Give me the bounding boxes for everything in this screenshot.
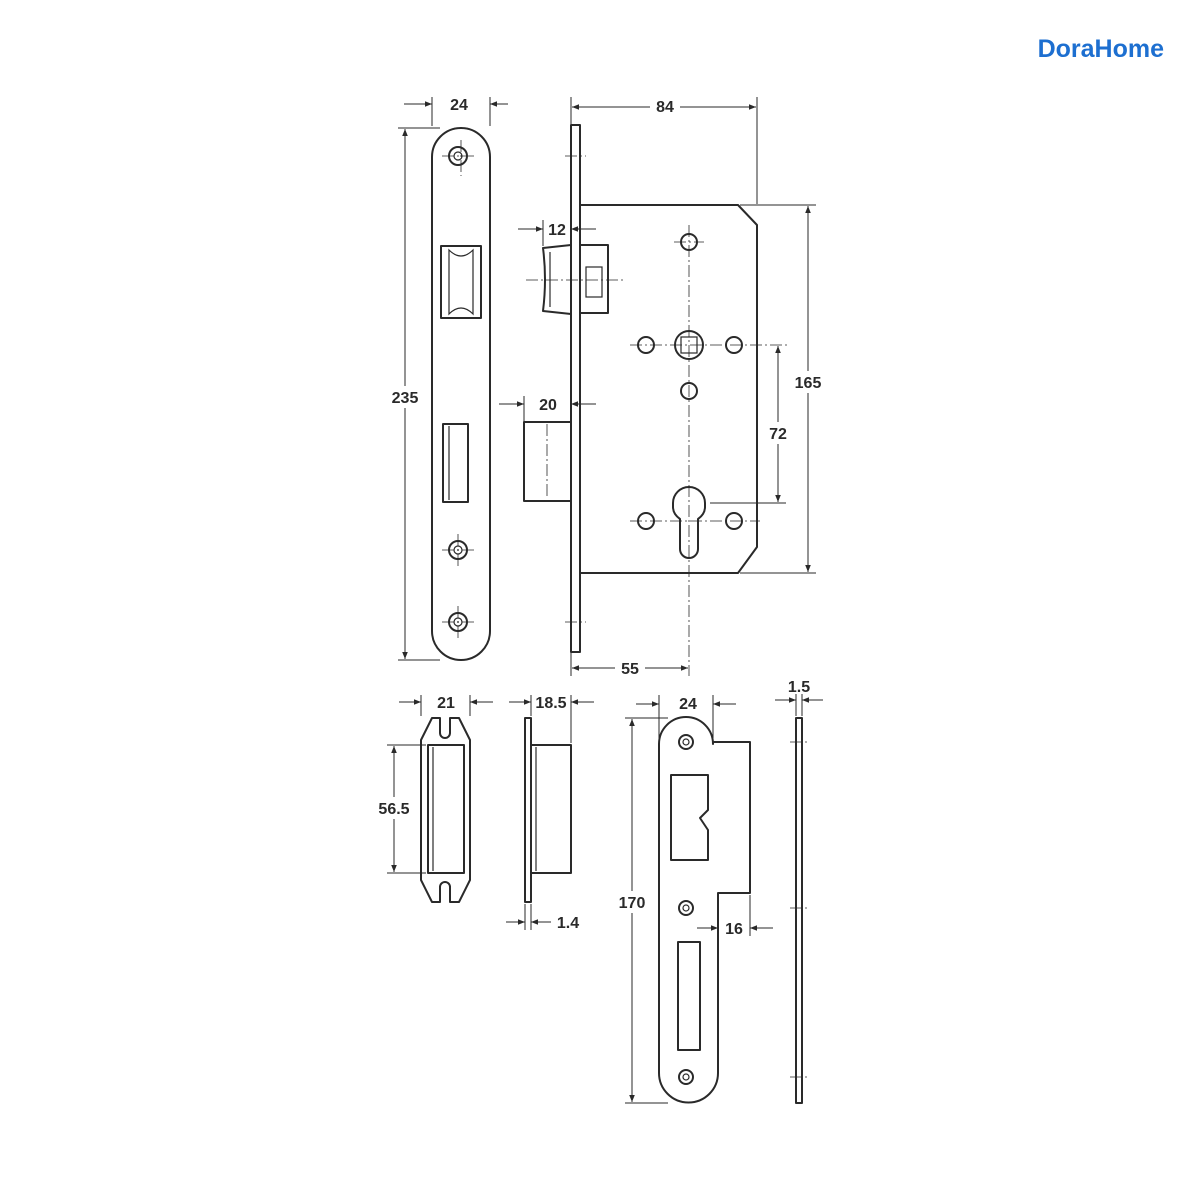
dimension-strike-thickness: 1.5: [775, 679, 823, 716]
keep-box: [427, 744, 465, 874]
latch-opening: [440, 245, 482, 319]
fixing-hole-circle: [680, 382, 698, 400]
cylinder-profile: [672, 486, 706, 559]
screw-hole: [678, 1069, 694, 1085]
latch-bolt-slot: [585, 266, 603, 298]
dimension-case-width: 84: [570, 96, 758, 204]
screw-hole: [678, 900, 694, 916]
dimension-label: 20: [539, 397, 557, 414]
latch-opening-bolt: [448, 248, 474, 316]
dimension-label: 16: [725, 921, 743, 938]
dimension-label: 72: [769, 426, 787, 443]
latch-bolt-head: [542, 244, 572, 315]
lock-case: [579, 204, 758, 574]
dimension-label: 165: [795, 375, 822, 392]
keep-front: [420, 717, 471, 903]
deadbolt: [523, 421, 572, 502]
dimension-keep-flange: 1.4: [506, 904, 579, 932]
dimension-backset: 55: [570, 652, 688, 678]
screw-hole-inner: [682, 738, 690, 746]
deadbolt-opening-outline: [442, 423, 469, 503]
dimension-keep-height: 56.5: [372, 744, 426, 874]
strike-plate: [658, 716, 751, 1104]
latch-bolt-tail: [579, 244, 609, 314]
label-background: [612, 891, 652, 913]
dimension-label: 1.5: [788, 679, 810, 696]
dimension-label: 84: [656, 99, 674, 116]
lock-forend: [570, 124, 581, 653]
screw-hole-inner: [682, 1073, 690, 1081]
dimension-latch-projection: 12: [518, 220, 596, 246]
dimension-keep-depth: 18.5: [509, 692, 594, 743]
lock-body: [523, 124, 787, 676]
dimension-center-distance: 72: [710, 346, 794, 504]
forend-outline: [431, 127, 491, 661]
dimension-strike-length: 170: [612, 717, 668, 1104]
strike-deadbolt-opening: [677, 941, 701, 1051]
screw-hole: [442, 534, 474, 566]
latch-opening-outline: [440, 245, 482, 319]
brand-logo: DoraHome: [1038, 35, 1165, 63]
label-background: [372, 797, 416, 819]
dimension-label: 170: [619, 895, 646, 912]
label-background: [386, 386, 424, 408]
dimension-keep-width: 21: [399, 695, 493, 716]
strike-latch-opening: [670, 774, 709, 861]
latch-bolt: [526, 244, 626, 315]
cylinder-cutout: [672, 486, 706, 559]
screw-hole-outer: [678, 900, 694, 916]
screw-hole-outer: [678, 734, 694, 750]
label-background: [533, 692, 569, 711]
dimension-label: 18.5: [535, 695, 566, 712]
label-background: [790, 371, 826, 393]
strike-plate-edge: [795, 717, 803, 1104]
deadbolt-outline: [523, 421, 572, 502]
dimension-label: 24: [679, 696, 697, 713]
label-background: [615, 657, 645, 677]
strike-plate-side: [790, 717, 808, 1104]
strike-plate-outline: [658, 716, 751, 1104]
screw-hole-outer: [678, 1069, 694, 1085]
screw-hole: [442, 606, 474, 638]
dimension-label: 24: [450, 97, 468, 114]
dimension-label: 12: [548, 222, 566, 239]
dimension-forend-width: 24: [404, 97, 508, 126]
screw-hole: [678, 734, 694, 750]
dimension-label: 21: [437, 695, 455, 712]
screw-hole: [442, 146, 474, 166]
dimension-deadbolt-projection: 20: [499, 396, 596, 422]
dimension-label: 235: [392, 390, 419, 407]
dimension-label: 56.5: [378, 801, 409, 818]
dimension-label: 1.4: [557, 915, 579, 932]
forend-plate: [431, 127, 491, 661]
dimension-label: 55: [621, 661, 639, 678]
deadbolt-opening: [442, 423, 469, 503]
label-background: [762, 422, 794, 444]
dimension-case-height: 165: [740, 204, 826, 574]
keep-box-side: [530, 744, 572, 874]
dimension-strike-lip: 16: [697, 893, 773, 938]
keep-side: [524, 717, 572, 903]
dimension-forend-length: 235: [386, 127, 440, 661]
screw-hole-inner: [682, 904, 690, 912]
fixing-hole: [680, 382, 698, 400]
label-background: [650, 96, 680, 116]
